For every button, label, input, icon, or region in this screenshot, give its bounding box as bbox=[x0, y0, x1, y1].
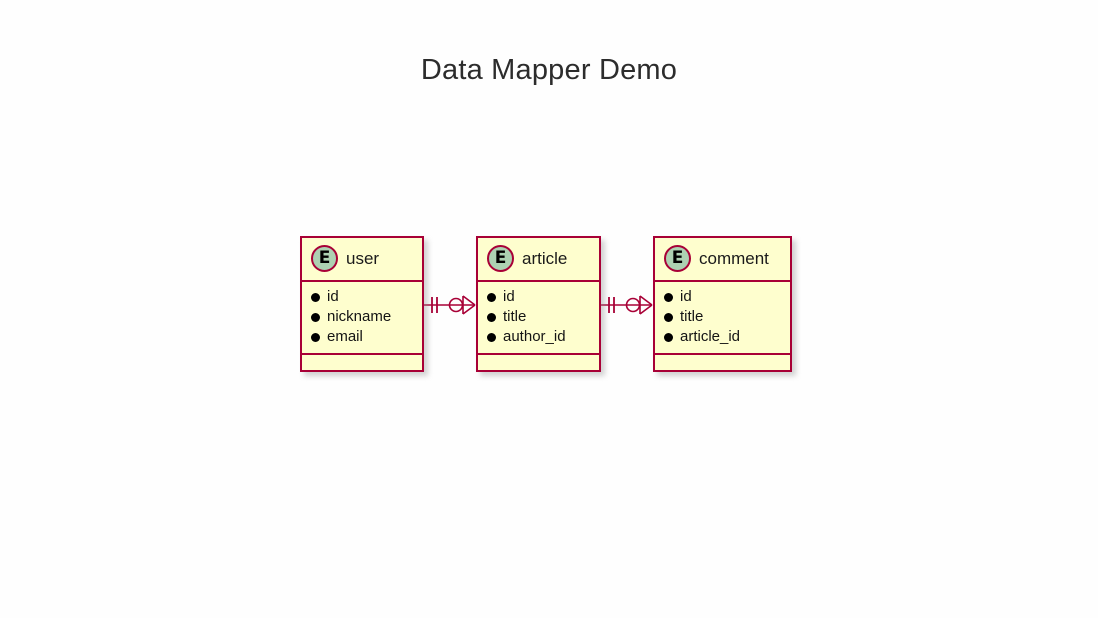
entity-user-header: E user bbox=[302, 238, 422, 282]
entity-user-name: user bbox=[346, 248, 380, 268]
entity-article-name: article bbox=[522, 248, 568, 268]
field-row[interactable]: title bbox=[664, 307, 781, 327]
entity-user-fields: id nickname email bbox=[302, 282, 422, 355]
entity-comment-header: E comment bbox=[655, 238, 790, 282]
entity-user-footer bbox=[302, 355, 422, 370]
field-row[interactable]: email bbox=[311, 327, 413, 347]
field-row[interactable]: author_id bbox=[487, 327, 590, 347]
field-bullet-icon bbox=[664, 292, 673, 302]
field-bullet-icon bbox=[487, 312, 496, 322]
er-diagram: E user id nickname email bbox=[300, 236, 800, 386]
field-bullet-icon bbox=[311, 292, 320, 302]
field-row[interactable]: title bbox=[487, 307, 590, 327]
field-bullet-icon bbox=[487, 332, 496, 342]
field-label: author_id bbox=[503, 328, 566, 345]
field-label: id bbox=[327, 288, 339, 305]
field-label: id bbox=[680, 288, 692, 305]
entity-badge-icon: E bbox=[487, 245, 514, 272]
entity-badge-icon: E bbox=[664, 245, 691, 272]
field-bullet-icon bbox=[487, 292, 496, 302]
field-label: email bbox=[327, 328, 363, 345]
entity-user[interactable]: E user id nickname email bbox=[300, 236, 424, 372]
entity-article-header: E article bbox=[478, 238, 599, 282]
field-label: article_id bbox=[680, 328, 741, 345]
field-label: title bbox=[503, 308, 527, 325]
entity-article-fields: id title author_id bbox=[478, 282, 599, 355]
entity-article-footer bbox=[478, 355, 599, 370]
field-bullet-icon bbox=[311, 312, 320, 322]
field-bullet-icon bbox=[664, 312, 673, 322]
field-row[interactable]: id bbox=[311, 287, 413, 307]
entity-comment-fields: id title article_id bbox=[655, 282, 790, 355]
field-label: title bbox=[680, 308, 704, 325]
field-row[interactable]: id bbox=[664, 287, 781, 307]
entity-comment-footer bbox=[655, 355, 790, 370]
entity-article[interactable]: E article id title author_id bbox=[476, 236, 601, 372]
entity-comment[interactable]: E comment id title article_id bbox=[653, 236, 792, 372]
field-label: id bbox=[503, 288, 515, 305]
page-title: Data Mapper Demo bbox=[420, 54, 678, 86]
entity-badge-icon: E bbox=[311, 245, 338, 272]
field-row[interactable]: id bbox=[487, 287, 590, 307]
field-bullet-icon bbox=[311, 332, 320, 342]
field-row[interactable]: article_id bbox=[664, 327, 781, 347]
entity-comment-name: comment bbox=[699, 248, 769, 268]
field-bullet-icon bbox=[664, 332, 673, 342]
field-row[interactable]: nickname bbox=[311, 307, 413, 327]
field-label: nickname bbox=[327, 308, 392, 325]
